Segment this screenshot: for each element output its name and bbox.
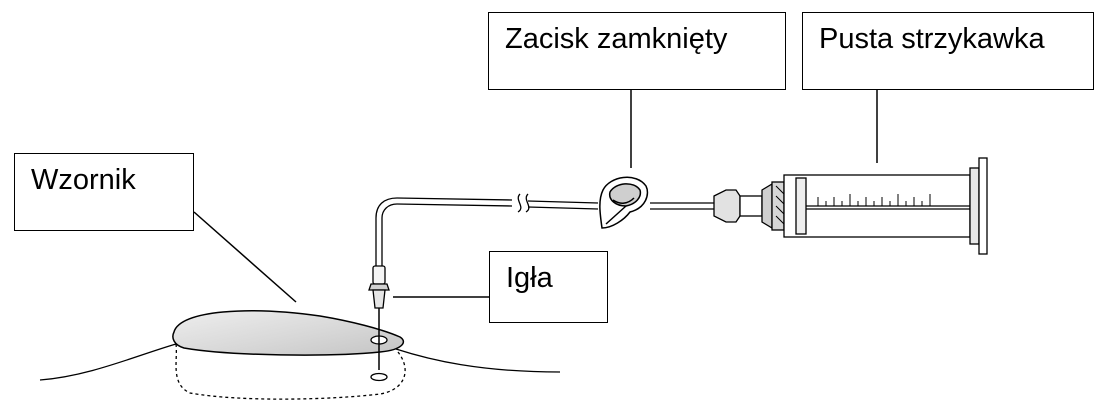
needle-icon xyxy=(368,265,390,382)
clamp-icon xyxy=(599,176,649,229)
syringe-label: Pusta strzykawka xyxy=(819,23,1045,55)
needle-label-box: Igła xyxy=(489,251,608,323)
needle-label: Igła xyxy=(506,262,553,294)
tube-icon xyxy=(375,193,716,266)
leader-line-template xyxy=(193,211,297,303)
template-plate xyxy=(172,310,405,356)
template-label-box: Wzornik xyxy=(14,153,194,231)
clamp-label-box: Zacisk zamknięty xyxy=(488,12,786,90)
clamp-label: Zacisk zamknięty xyxy=(505,23,728,55)
syringe-icon xyxy=(713,157,988,255)
template-label: Wzornik xyxy=(31,164,136,196)
skin-surface xyxy=(39,343,561,400)
syringe-label-box: Pusta strzykawka xyxy=(802,12,1094,90)
